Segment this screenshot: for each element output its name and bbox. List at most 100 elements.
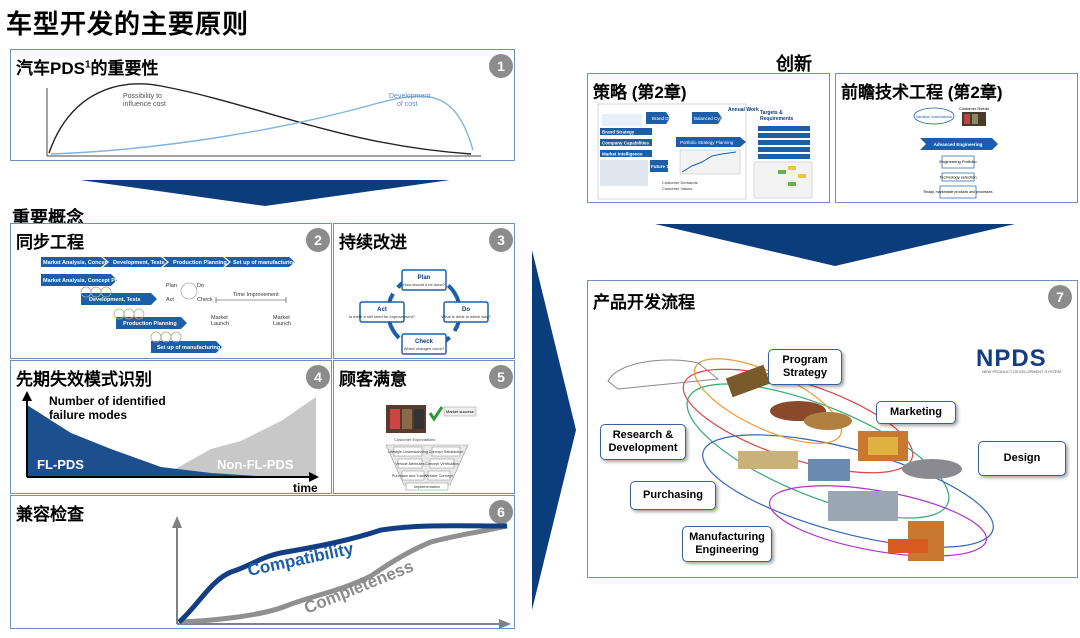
svg-text:Launch: Launch xyxy=(273,321,291,327)
svg-text:Do: Do xyxy=(197,283,204,289)
panel-simultaneous-engineering: 同步工程 2 Market Analysis, Concept Phase, D… xyxy=(10,223,332,359)
non-fl-pds-label: Non-FL-PDS xyxy=(217,457,294,472)
customer-funnel: Market success Customer Expectations Lif… xyxy=(385,405,477,491)
y-axis-label: Number of identified xyxy=(49,394,166,408)
svg-text:Customer Demands: Customer Demands xyxy=(662,180,698,185)
svg-text:Implementation: Implementation xyxy=(414,485,440,489)
panel-compatibility-check: 兼容检查 6 Compatibility Completeness xyxy=(10,495,515,629)
svg-text:Brand Strategy: Brand Strategy xyxy=(602,130,635,135)
svg-text:Customer Values: Customer Values xyxy=(662,186,692,191)
svg-text:Set up of manufacturing: Set up of manufacturing xyxy=(233,260,296,266)
panel-product-development-process: 产品开发流程 7 NPDS NEW PRODUCT DEVELOPMENT SY… xyxy=(587,280,1078,578)
badge: 3 xyxy=(489,228,513,252)
svg-text:Plan: Plan xyxy=(166,283,177,289)
svg-text:Future Trends: Future Trends xyxy=(651,164,682,169)
callout-purchasing: Purchasing xyxy=(630,481,716,510)
fl-pds-label: FL-PDS xyxy=(37,457,84,472)
cost-curves: Possibility to influence cost Developmen… xyxy=(46,83,481,157)
panel-title: 顾客满意 xyxy=(339,370,407,389)
x-axis-label: time xyxy=(293,481,318,494)
svg-text:Check: Check xyxy=(415,339,434,345)
svg-text:Production Planning: Production Planning xyxy=(123,321,177,327)
svg-text:Ready, marketable products and: Ready, marketable products and processes xyxy=(923,190,992,194)
callout-manufacturing-engineering: Manufacturing Engineering xyxy=(682,526,772,562)
svg-text:Market success: Market success xyxy=(446,409,474,414)
svg-text:Market Analysis, Concept Phase: Market Analysis, Concept Phase, Design P… xyxy=(43,260,167,266)
panel-title: 先期失效模式识别 xyxy=(16,370,152,389)
panel-title: 前瞻技术工程 (第2章) xyxy=(841,83,1003,102)
se-diagram: Market Analysis, Concept Phase, Design P… xyxy=(41,257,296,353)
curve2-label: Development xyxy=(389,93,430,100)
svg-text:What is done in which way?: What is done in which way? xyxy=(441,314,491,319)
svg-text:Concept Satisfaction: Concept Satisfaction xyxy=(429,450,464,454)
section-innovation: 创新 xyxy=(776,54,812,74)
svg-text:Technology selection: Technology selection xyxy=(939,175,976,180)
npds-process-illustration xyxy=(607,358,994,561)
failure-modes-chart: Number of identified failure modes FL-PD… xyxy=(22,391,319,494)
svg-text:Set up of manufacturing: Set up of manufacturing xyxy=(157,345,220,351)
badge: 2 xyxy=(306,228,330,252)
pdca-cycle: Plan How should it be done? Do What is d… xyxy=(349,269,491,355)
callout-program-strategy: Program Strategy xyxy=(768,349,842,385)
panel-title: 同步工程 xyxy=(16,233,84,252)
badge: 5 xyxy=(489,365,513,389)
panel-title: 产品开发流程 xyxy=(593,293,695,312)
svg-text:Which changes occur?: Which changes occur? xyxy=(404,346,445,351)
svg-text:Concept Verification: Concept Verification xyxy=(425,462,459,466)
svg-text:Ideation Innovations: Ideation Innovations xyxy=(916,114,952,119)
svg-text:Act: Act xyxy=(166,297,174,303)
svg-text:Company Capabilities: Company Capabilities xyxy=(602,141,650,146)
compatibility-label: Compatibility xyxy=(246,539,356,580)
svg-text:Portfolio Strategy Planning: Portfolio Strategy Planning xyxy=(680,140,734,145)
svg-text:Advanced Engineering: Advanced Engineering xyxy=(934,142,983,147)
callout-design: Design xyxy=(978,441,1066,476)
badge: 7 xyxy=(1048,285,1072,309)
panel-title: 兼容检查 xyxy=(16,505,84,524)
svg-text:Balanced Cycle Plan: Balanced Cycle Plan xyxy=(694,116,736,121)
page-title: 车型开发的主要原则 xyxy=(6,9,250,39)
callout-marketing: Marketing xyxy=(876,401,956,424)
svg-text:Market Analysis, Concept Phase: Market Analysis, Concept Phase, Design P… xyxy=(43,278,167,284)
svg-text:Development, Tests: Development, Tests xyxy=(89,297,141,303)
advanced-eng-diagram: Ideation Innovations Customer Needs Adva… xyxy=(913,106,998,199)
npds-logo-sub: NEW PRODUCT DEVELOPMENT SYSTEM xyxy=(982,369,1061,374)
strategy-diagram: Annual Work Brand Strategy Company Capab… xyxy=(597,103,813,200)
badge: 1 xyxy=(489,54,513,78)
svg-text:Customer Needs: Customer Needs xyxy=(959,106,989,111)
svg-text:Market: Market xyxy=(273,315,290,321)
curve1-label: influence cost xyxy=(123,101,166,108)
down-arrow-icon xyxy=(655,224,1015,266)
curve1-label: Possibility to xyxy=(123,93,162,100)
svg-text:Brand DNA: Brand DNA xyxy=(652,116,675,121)
svg-text:Market Intelligence: Market Intelligence xyxy=(602,152,643,157)
svg-text:Act: Act xyxy=(377,307,387,313)
right-arrow-icon xyxy=(532,250,576,610)
panel-customer-satisfaction: 顾客满意 5 Market success Customer Expectati… xyxy=(333,360,515,494)
panel-strategy: 策略 (第2章) Annual Work Brand Strategy Comp… xyxy=(587,73,830,203)
svg-text:Market: Market xyxy=(211,315,228,321)
svg-text:Purchase and Travel Info: Purchase and Travel Info xyxy=(392,474,434,478)
svg-text:Lifestyle Understanding: Lifestyle Understanding xyxy=(388,450,428,454)
svg-text:How should it be done?: How should it be done? xyxy=(403,282,446,287)
compatibility-chart: Compatibility Completeness xyxy=(172,516,511,628)
svg-text:Vehicle Attributes: Vehicle Attributes xyxy=(395,462,424,466)
svg-text:Production Planning: Production Planning xyxy=(173,260,227,266)
curve2-label: of cost xyxy=(397,101,418,108)
svg-text:Check: Check xyxy=(197,297,213,303)
y-axis-label: failure modes xyxy=(49,408,127,422)
completeness-label: Completeness xyxy=(301,557,416,618)
svg-text:Targets &: Targets & xyxy=(760,110,783,116)
panel-continuous-improvement: 持续改进 3 Plan How should it be done? Do Wh… xyxy=(333,223,515,359)
npds-logo: NPDS xyxy=(976,345,1047,372)
svg-text:Do: Do xyxy=(462,307,470,313)
down-arrow-icon xyxy=(80,180,450,206)
svg-text:Customer Expectations: Customer Expectations xyxy=(394,437,435,442)
callout-research-development: Research & Development xyxy=(600,424,686,460)
panel-title: 持续改进 xyxy=(339,233,407,252)
svg-text:Requirements: Requirements xyxy=(760,116,794,122)
svg-text:Is there a still need for impr: Is there a still need for improvement? xyxy=(349,314,416,319)
svg-text:Engineering Portfolio: Engineering Portfolio xyxy=(939,159,977,164)
svg-text:Vehicle Concept: Vehicle Concept xyxy=(425,474,453,478)
panel-pds-importance: 汽车PDS1的重要性 1 Possibility to influence co… xyxy=(10,49,515,161)
svg-text:Time Improvement: Time Improvement xyxy=(233,292,279,298)
